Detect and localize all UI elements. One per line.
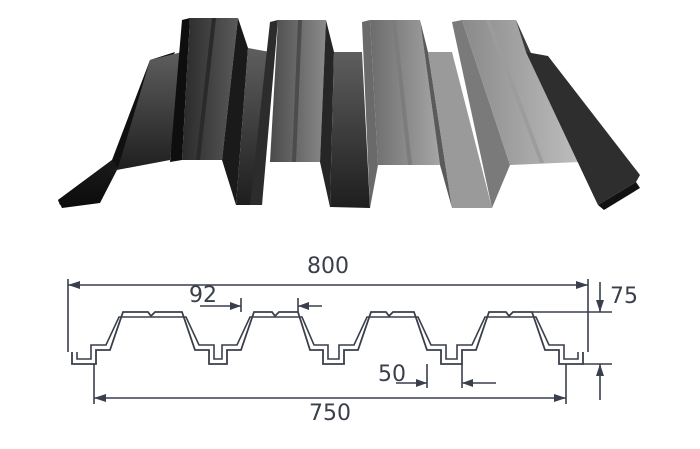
dim-75-label: 75 <box>610 284 638 309</box>
dim-750-label: 750 <box>309 401 351 426</box>
dim-800-label: 800 <box>307 254 349 279</box>
sheet-rib-2-wall-left <box>250 20 278 205</box>
dim-800-arrow-right <box>576 281 588 289</box>
sheet-rib-2-wall-right <box>320 20 334 207</box>
sheet-rib-1-wall-right <box>222 18 248 205</box>
dim-800-arrow-left <box>68 281 80 289</box>
profile-outline-inner <box>76 316 579 360</box>
sheet-rib-3-wall-right <box>420 20 452 208</box>
sheet-rib-1-top <box>182 18 238 160</box>
sheet-valley-4 <box>428 52 492 208</box>
sheet-right-edge <box>598 182 640 210</box>
dim-92-arrow-right <box>298 302 309 310</box>
profiled-sheet-image <box>58 18 640 210</box>
cross-section-drawing <box>67 279 612 404</box>
dim-50-arrow-right <box>462 379 473 387</box>
dim-75-arrow-bottom <box>596 364 604 376</box>
dim-750-arrow-right <box>554 394 566 402</box>
sheet-rib-4-wall-left <box>452 20 510 208</box>
dim-50-arrow-left <box>416 379 427 387</box>
dim-92-arrow-left <box>230 302 241 310</box>
sheet-rib-2-ridge <box>292 20 302 162</box>
sheet-rib-4-ridge <box>486 20 544 163</box>
sheet-rib-1-wall-left <box>170 18 190 162</box>
dim-750-arrow-left <box>94 394 106 402</box>
sheet-rib-3-wall-left <box>362 20 378 208</box>
sheet-rib-1-ridge <box>196 18 216 160</box>
dim-92-label: 92 <box>189 283 217 308</box>
profile-outline-outer <box>71 311 584 365</box>
sheet-rib-3-ridge <box>392 20 412 165</box>
dim-50-label: 50 <box>378 362 406 387</box>
sheet-valley-1 <box>106 52 182 172</box>
sheet-rib-3-top <box>370 20 440 165</box>
sheet-right-flange <box>526 52 640 205</box>
sheet-valley-3 <box>330 52 370 208</box>
dim-75-arrow-top <box>596 300 604 312</box>
sheet-left-wall <box>58 160 118 208</box>
sheet-rib-4-top <box>462 20 580 165</box>
